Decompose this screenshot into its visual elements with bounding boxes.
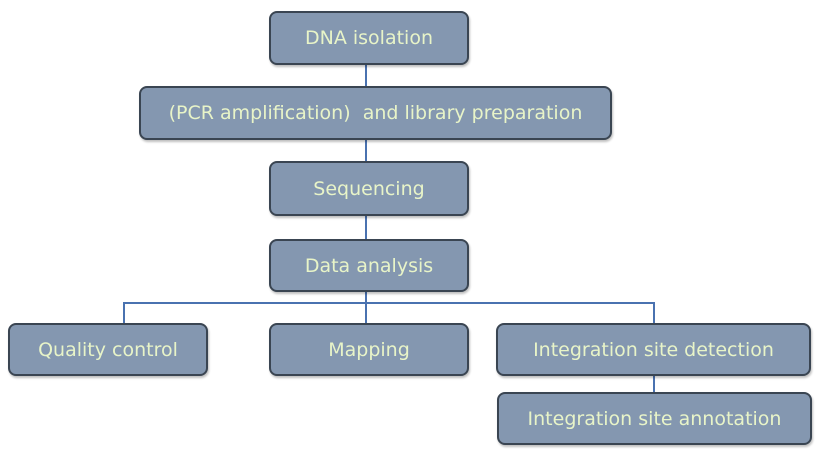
connector-branch-detection xyxy=(653,302,655,324)
node-sequencing: Sequencing xyxy=(269,161,469,216)
node-data-analysis-label: Data analysis xyxy=(304,254,434,277)
node-quality-control: Quality control xyxy=(8,323,208,376)
node-data-analysis: Data analysis xyxy=(269,239,469,292)
node-integration-site-detection-label: Integration site detection xyxy=(533,338,774,361)
connector-detection-to-annotation xyxy=(653,375,655,393)
node-integration-site-annotation: Integration site annotation xyxy=(497,392,812,445)
connector-branch-horizontal xyxy=(123,302,655,304)
node-pcr-library-prep-label: (PCR amplification) and library preparat… xyxy=(168,102,583,124)
node-pcr-library-prep: (PCR amplification) and library preparat… xyxy=(139,86,612,140)
connector-analysis-trunk xyxy=(365,291,367,303)
node-mapping-label: Mapping xyxy=(328,338,410,361)
node-sequencing-label: Sequencing xyxy=(313,177,425,200)
connector-dna-to-pcr xyxy=(365,64,367,87)
node-dna-isolation: DNA isolation xyxy=(269,11,469,65)
node-integration-site-annotation-label: Integration site annotation xyxy=(527,407,782,430)
connector-pcr-to-sequencing xyxy=(365,139,367,162)
node-dna-isolation-label: DNA isolation xyxy=(305,27,433,49)
connector-sequencing-to-analysis xyxy=(365,215,367,240)
connector-branch-quality xyxy=(123,302,125,324)
node-integration-site-detection: Integration site detection xyxy=(496,323,811,376)
connector-branch-mapping xyxy=(365,302,367,324)
node-quality-control-label: Quality control xyxy=(38,338,178,361)
node-mapping: Mapping xyxy=(269,323,469,376)
